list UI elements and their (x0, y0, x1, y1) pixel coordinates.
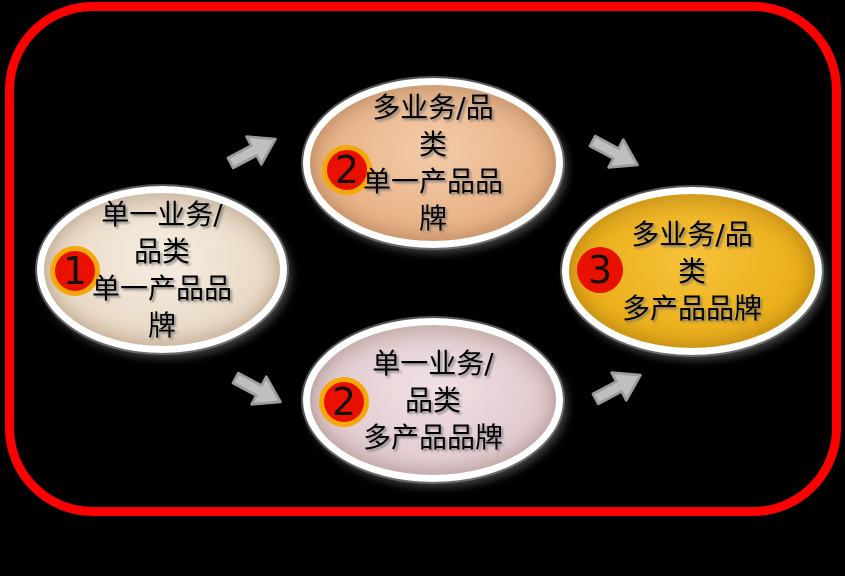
arrow-stage1-to-stage2b-icon (225, 361, 291, 420)
label-line: 单一业务/ (372, 346, 494, 380)
badge-number: 1 (62, 249, 88, 293)
label-line: 品类 (133, 234, 190, 268)
stage-3-label: 多业务/品 类 多产品品牌 (622, 216, 762, 327)
stage-2b-number-badge: 2 (319, 377, 369, 427)
ellipse-stage-1: 1 单一业务/ 品类 单一产品品 牌 (37, 186, 287, 353)
badge-number: 2 (334, 148, 360, 192)
stage-1-label: 单一业务/ 品类 单一产品品 牌 (92, 196, 232, 344)
ellipse-stage-3: 3 多业务/品 类 多产品品牌 (562, 187, 822, 355)
ellipse-stage-2a: 2 多业务/品 类 单一产品品 牌 (303, 78, 563, 248)
arrow-stage2b-to-stage3-icon (585, 358, 651, 417)
stage-1-number-badge: 1 (50, 246, 100, 296)
label-line: 多业务/品 (372, 91, 494, 124)
label-line: 多产品品牌 (362, 420, 503, 454)
label-line: 牌 (418, 202, 447, 235)
label-line: 类 (418, 128, 447, 161)
label-line: 单一产品品 (362, 165, 503, 198)
label-line: 多业务/品 (631, 217, 753, 251)
stage-2a-number-badge: 2 (322, 145, 372, 195)
label-line: 单一产品品 (91, 271, 232, 305)
label-line: 单一业务/ (101, 197, 223, 231)
label-line: 品类 (404, 383, 461, 417)
arrow-stage2a-to-stage3-icon (582, 124, 648, 183)
arrow-stage1-to-stage2a-icon (220, 122, 286, 181)
red-rounded-border (5, 2, 841, 516)
label-line: 牌 (147, 308, 176, 342)
ellipse-stage-2b: 2 单一业务/ 品类 多产品品牌 (303, 318, 563, 482)
stage-2a-label: 多业务/品 类 单一产品品 牌 (363, 89, 503, 237)
badge-number: 3 (587, 248, 613, 292)
label-line: 类 (677, 254, 706, 288)
badge-number: 2 (331, 380, 357, 424)
label-line: 多产品品牌 (621, 291, 762, 325)
stage-3-number-badge: 3 (577, 247, 623, 293)
stage-2b-label: 单一业务/ 品类 多产品品牌 (363, 345, 503, 456)
